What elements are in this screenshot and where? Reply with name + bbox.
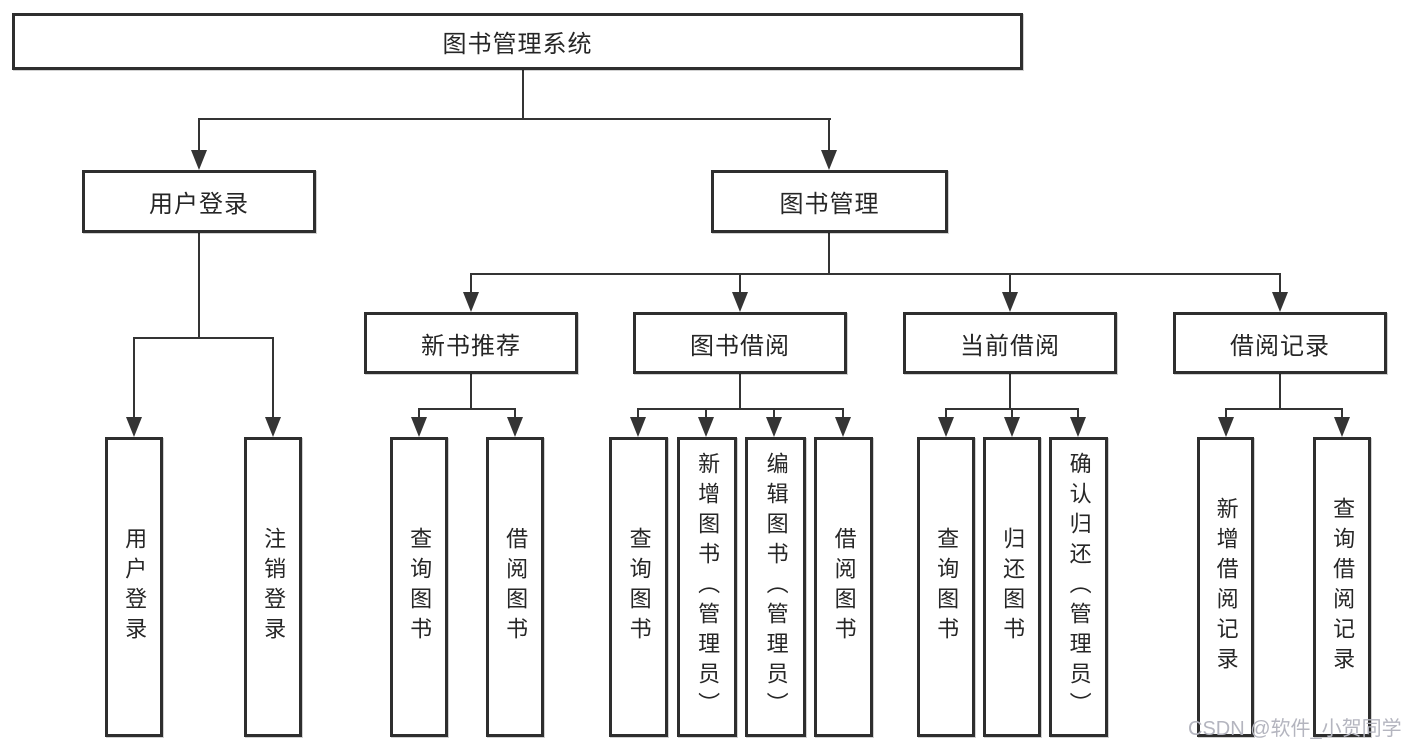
leaf-recommend-query-book-label: 查询图书	[407, 527, 433, 647]
arrow-down-icon	[766, 417, 782, 437]
arrow-down-icon	[835, 417, 851, 437]
leaf-record-add-record: 新增借阅记录	[1197, 437, 1254, 737]
arrow-down-icon	[1334, 417, 1350, 437]
connector-line	[133, 337, 135, 419]
connector-line	[1279, 273, 1281, 296]
leaf-record-query-record: 查询借阅记录	[1313, 437, 1371, 737]
arrow-down-icon	[411, 417, 427, 437]
node-book-management: 图书管理	[711, 170, 948, 233]
node-user-login: 用户登录	[82, 170, 316, 233]
connector-line	[842, 408, 844, 421]
connector-line	[522, 70, 524, 118]
arrow-down-icon	[1070, 417, 1086, 437]
leaf-borrow-query-book-label: 查询图书	[626, 527, 652, 647]
connector-line	[739, 273, 741, 296]
node-borrow-record: 借阅记录	[1173, 312, 1387, 374]
leaf-current-return-book-label: 归还图书	[1000, 527, 1026, 647]
arrow-down-icon	[507, 417, 523, 437]
node-root: 图书管理系统	[12, 13, 1023, 70]
node-book-borrow: 图书借阅	[633, 312, 847, 374]
connector-line	[418, 408, 516, 410]
arrow-down-icon	[630, 417, 646, 437]
node-current-borrow: 当前借阅	[903, 312, 1117, 374]
connector-line	[418, 408, 420, 421]
arrow-down-icon	[126, 417, 142, 437]
arrow-down-icon	[265, 417, 281, 437]
connector-line	[514, 408, 516, 421]
connector-line	[470, 273, 1280, 275]
connector-line	[1011, 408, 1013, 421]
leaf-borrow-borrow-book-label: 借阅图书	[831, 527, 857, 647]
arrow-down-icon	[1272, 292, 1288, 312]
leaf-borrow-query-book: 查询图书	[609, 437, 668, 737]
leaf-borrow-borrow-book: 借阅图书	[814, 437, 873, 737]
leaf-user-login-label: 用户登录	[122, 527, 148, 647]
connector-line	[1279, 374, 1281, 408]
connector-line	[1225, 408, 1343, 410]
arrow-down-icon	[1002, 292, 1018, 312]
node-new-book-recommend-label: 新书推荐	[421, 332, 521, 360]
connector-line	[133, 337, 274, 339]
leaf-record-query-record-label: 查询借阅记录	[1330, 497, 1356, 677]
node-borrow-record-label: 借阅记录	[1230, 332, 1330, 360]
arrow-down-icon	[732, 292, 748, 312]
leaf-recommend-borrow-book: 借阅图书	[486, 437, 544, 737]
arrow-down-icon	[938, 417, 954, 437]
leaf-recommend-query-book: 查询图书	[390, 437, 448, 737]
node-current-borrow-label: 当前借阅	[960, 332, 1060, 360]
connector-line	[705, 408, 707, 421]
connector-line	[945, 408, 947, 421]
connector-line	[1341, 408, 1343, 421]
node-book-management-label: 图书管理	[779, 191, 880, 218]
arrow-down-icon	[821, 150, 837, 170]
connector-line	[1077, 408, 1079, 421]
leaf-logout-label: 注销登录	[261, 527, 287, 647]
arrow-down-icon	[191, 150, 207, 170]
connector-line	[198, 118, 831, 120]
arrow-down-icon	[1218, 417, 1234, 437]
leaf-record-add-record-label: 新增借阅记录	[1213, 497, 1239, 677]
leaf-current-return-book: 归还图书	[983, 437, 1041, 737]
connector-line	[637, 408, 844, 410]
connector-line	[198, 118, 200, 152]
leaf-borrow-add-book-admin-label: 新增图书（管理员）	[695, 452, 721, 722]
connector-line	[828, 118, 830, 152]
arrow-down-icon	[1004, 417, 1020, 437]
leaf-borrow-edit-book-admin: 编辑图书（管理员）	[745, 437, 806, 737]
connector-line	[1009, 374, 1011, 408]
leaf-current-confirm-return-admin: 确认归还（管理员）	[1049, 437, 1108, 737]
node-book-borrow-label: 图书借阅	[690, 332, 790, 360]
connector-line	[470, 273, 472, 296]
connector-line	[470, 374, 472, 408]
node-user-login-label: 用户登录	[149, 191, 249, 218]
node-new-book-recommend: 新书推荐	[364, 312, 578, 374]
leaf-logout: 注销登录	[244, 437, 302, 737]
connector-line	[637, 408, 639, 421]
leaf-borrow-edit-book-admin-label: 编辑图书（管理员）	[763, 452, 789, 722]
leaf-user-login: 用户登录	[105, 437, 163, 737]
leaf-borrow-add-book-admin: 新增图书（管理员）	[677, 437, 737, 737]
connector-line	[198, 233, 200, 337]
arrow-down-icon	[698, 417, 714, 437]
connector-line	[1225, 408, 1227, 421]
leaf-current-query-book: 查询图书	[917, 437, 975, 737]
leaf-current-confirm-return-admin-label: 确认归还（管理员）	[1066, 452, 1092, 722]
leaf-current-query-book-label: 查询图书	[934, 527, 960, 647]
node-root-label: 图书管理系统	[442, 31, 593, 58]
connector-line	[1009, 273, 1011, 296]
arrow-down-icon	[463, 292, 479, 312]
connector-line	[272, 337, 274, 419]
watermark-text: CSDN @软件_小贺同学	[1188, 718, 1402, 740]
connector-line	[773, 408, 775, 421]
connector-line	[828, 233, 830, 273]
connector-line	[739, 374, 741, 408]
leaf-recommend-borrow-book-label: 借阅图书	[503, 527, 529, 647]
